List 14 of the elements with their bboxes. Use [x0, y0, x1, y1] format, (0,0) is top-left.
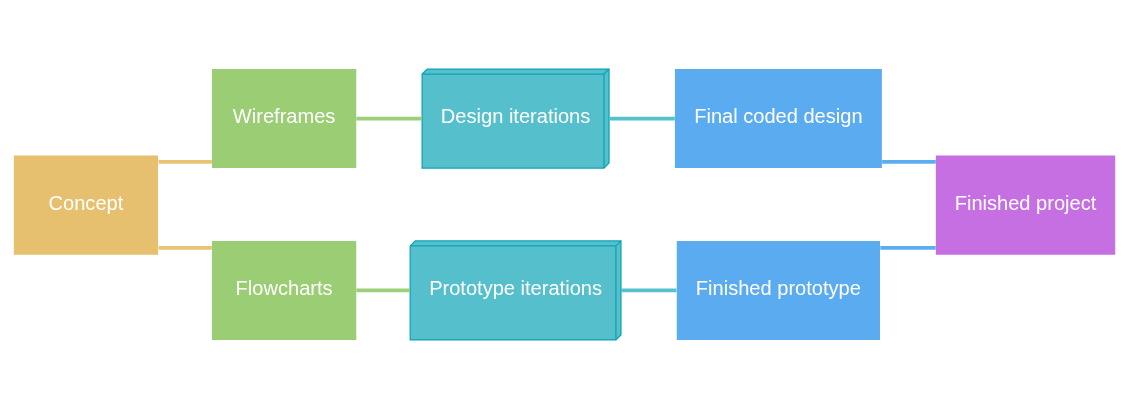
node-box: Finished project [935, 155, 1116, 255]
node-box: Flowcharts [212, 240, 357, 340]
connector [158, 245, 212, 250]
connector [609, 116, 675, 121]
node-box: Wireframes [212, 69, 357, 169]
node-box: Concept [13, 155, 159, 255]
connector [620, 288, 677, 293]
connector [880, 245, 936, 250]
connector [356, 116, 422, 121]
connector [882, 159, 936, 164]
node-box: Final coded design [674, 69, 882, 169]
connector [158, 159, 212, 164]
connector [356, 288, 410, 293]
node-box: Finished prototype [676, 240, 880, 340]
